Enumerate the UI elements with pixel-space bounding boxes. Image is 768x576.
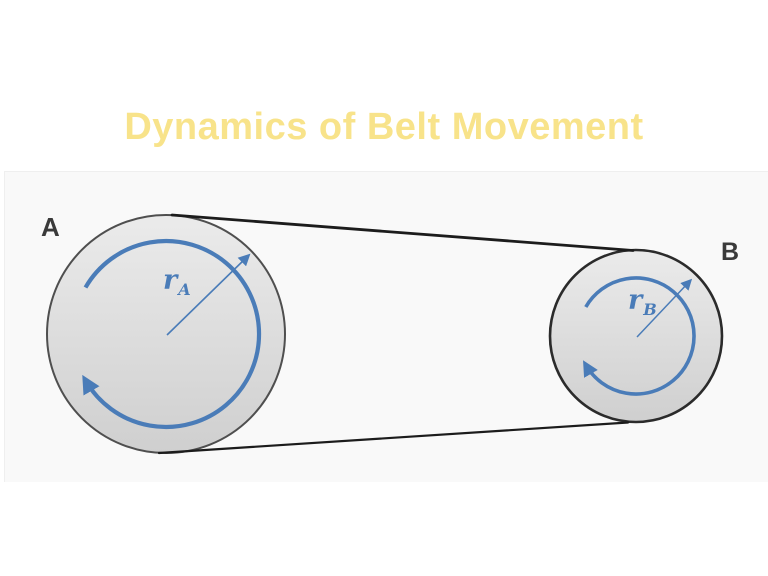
- radius-label-a: rA: [163, 267, 191, 298]
- radius-subscript-a: A: [178, 280, 191, 299]
- pulley-a-label: A: [41, 212, 60, 242]
- radius-arrow-a-icon: [166, 253, 251, 336]
- radius-symbol-b: r: [628, 285, 643, 316]
- belt-bottom-line: [157, 421, 630, 455]
- radius-subscript-b: B: [643, 300, 657, 319]
- radius-symbol-a: r: [163, 265, 178, 296]
- pulley-b-label: B: [721, 238, 740, 266]
- pulley-b-circle: [548, 248, 724, 424]
- radius-arrow-b-icon: [636, 278, 693, 338]
- belt-top-line: [170, 213, 635, 252]
- rotation-arrow-b-icon: [583, 276, 696, 396]
- pulley-a-circle: [46, 214, 286, 454]
- radius-label-b: rB: [628, 287, 657, 318]
- slide-title: Dynamics of Belt Movement: [124, 106, 644, 148]
- rotation-arrow-a-icon: [82, 238, 262, 430]
